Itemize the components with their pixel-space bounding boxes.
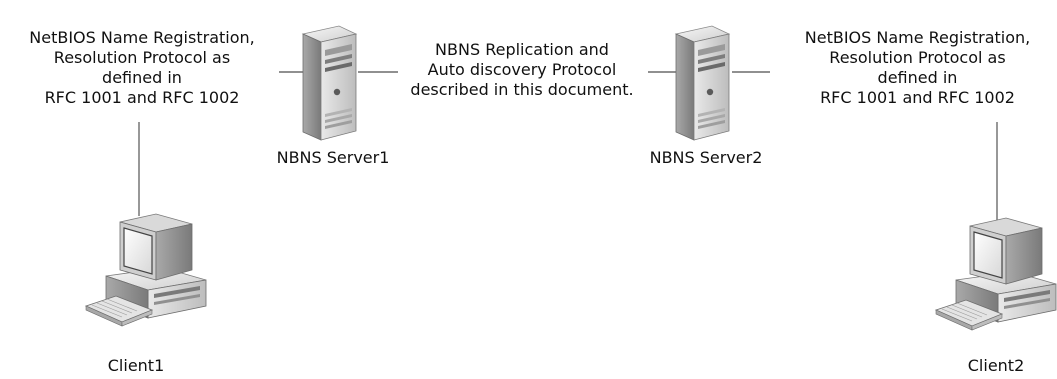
center-protocol-label: NBNS Replication and Auto discovery Prot… <box>393 40 651 100</box>
server-tower-icon <box>674 25 731 141</box>
left-protocol-label-line: Resolution Protocol as <box>53 48 231 67</box>
left-protocol-label: NetBIOS Name Registration, Resolution Pr… <box>2 28 282 108</box>
server1-label: NBNS Server1 <box>276 148 390 167</box>
client2-label: Client2 <box>967 356 1025 375</box>
server-tower-icon <box>301 25 358 141</box>
left-protocol-label-line: NetBIOS Name Registration, <box>29 28 255 47</box>
connection-lines <box>138 71 998 220</box>
server2-label: NBNS Server2 <box>649 148 763 167</box>
center-protocol-label-line: NBNS Replication and <box>435 40 609 59</box>
desktop-computer-icon <box>84 213 207 327</box>
left-protocol-label-line: RFC 1001 and RFC 1002 <box>44 88 240 107</box>
right-protocol-label-line: RFC 1001 and RFC 1002 <box>820 88 1015 107</box>
right-protocol-label-line: NetBIOS Name Registration, <box>804 28 1031 47</box>
desktop-computer-icon <box>934 217 1057 331</box>
left-protocol-label-line: defined in <box>102 68 182 87</box>
client1-label: Client1 <box>107 356 165 375</box>
right-protocol-label-line: defined in <box>877 68 958 87</box>
center-protocol-label-line: Auto discovery Protocol <box>427 60 617 79</box>
right-protocol-label: NetBIOS Name Registration, Resolution Pr… <box>778 28 1057 108</box>
center-protocol-label-line: described in this document. <box>410 80 634 99</box>
right-protocol-label-line: Resolution Protocol as <box>829 48 1006 67</box>
